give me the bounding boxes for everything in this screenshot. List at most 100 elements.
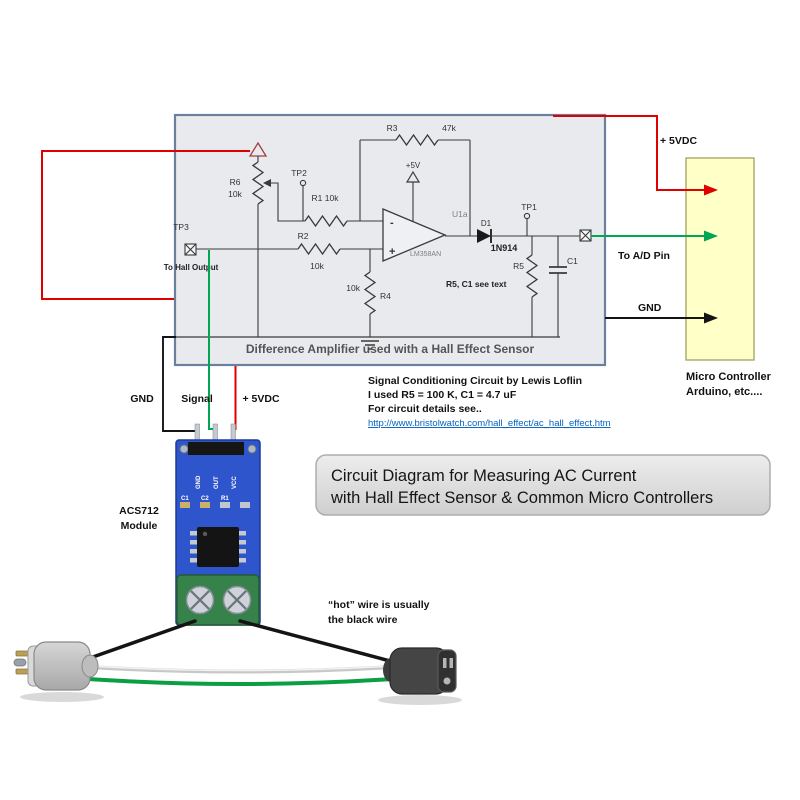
chip-leg [239, 531, 246, 536]
plug-shadow [20, 692, 104, 702]
resistor-r6 [251, 161, 265, 205]
mount-hole-right-icon [247, 444, 257, 454]
chip-pin1-dot-icon [202, 531, 208, 537]
credit-link[interactable]: http://www.bristolwatch.com/hall_effect/… [368, 418, 611, 429]
opamp-power-label: +5V [406, 161, 421, 170]
opamp-ref: U1a [452, 209, 468, 219]
hot-note-line1: “hot” wire is usually [328, 599, 430, 611]
chip-leg [190, 531, 197, 536]
opamp-noninverting-input: + [389, 246, 395, 258]
silk-c2-label: C2 [201, 496, 209, 502]
socket-shadow [378, 695, 462, 705]
silk-out-label: OUT [214, 476, 220, 489]
socket-face [437, 649, 457, 693]
tp1-testpoint-icon [523, 212, 531, 220]
title-box [315, 454, 771, 516]
plug-cord-boot [81, 654, 99, 678]
module-signal-label: Signal [181, 393, 213, 405]
mcu-pin-gnd-label: GND [638, 302, 662, 314]
arrow-5vdc-icon [704, 184, 718, 196]
d1-part: 1N914 [491, 243, 518, 253]
tp1-label: TP1 [521, 202, 537, 212]
tp3-label: TP3 [173, 222, 189, 232]
hall-output-label: To Hall Output [164, 263, 219, 272]
module-header [188, 442, 244, 455]
resistor-r4 [363, 271, 377, 315]
neutral-wire-highlight [87, 665, 393, 672]
ac-socket [383, 647, 457, 695]
smd-c1 [180, 502, 190, 508]
title-line1: Circuit Diagram for Measuring AC Current [331, 467, 637, 485]
r6-label: R6 [230, 177, 241, 187]
r3-label: R3 [387, 123, 398, 133]
acs712-module: GND OUT VCC C1 C2 R1 [175, 423, 261, 626]
screw-slot-left [190, 590, 210, 610]
hot-wire-right-black [238, 619, 392, 663]
ground-wire-green [86, 677, 394, 686]
diode-d1 [477, 229, 491, 243]
r4-value: 10k [346, 283, 360, 293]
d1-label: D1 [481, 219, 492, 228]
mcu-pin-adc-label: To A/D Pin [618, 250, 670, 262]
capacitor-c1 [549, 266, 567, 274]
arrow-adc-icon [704, 230, 718, 242]
wire-5v-mcu-red [553, 115, 705, 191]
pot-wiper-arrow-icon [263, 179, 271, 187]
silk-gnd-label: GND [196, 475, 202, 489]
r2-value: 10k [310, 261, 324, 271]
mount-hole-left-icon [179, 444, 189, 454]
resistor-r3 [395, 133, 439, 147]
arrow-gnd-icon [704, 312, 718, 324]
ac-plug [13, 641, 99, 691]
microcontroller-box [685, 157, 755, 361]
resistor-r2 [297, 242, 341, 256]
module-gnd-label: GND [130, 393, 154, 405]
acs712-chip [197, 527, 239, 567]
chip-leg [239, 549, 246, 554]
wire-5v-feed-red [41, 150, 250, 300]
silk-r1-label: R1 [221, 496, 229, 502]
c1-label: C1 [567, 256, 578, 266]
silk-c1-label: C1 [181, 496, 189, 502]
hot-note-line2: the black wire [328, 614, 398, 626]
smd-r1 [220, 502, 230, 508]
silk-vcc-label: VCC [232, 476, 238, 489]
tp2-label: TP2 [291, 168, 307, 178]
opamp-part: LM358AN [410, 251, 441, 258]
r2-label: R2 [298, 231, 309, 241]
credit-line1: Signal Conditioning Circuit by Lewis Lof… [368, 375, 582, 387]
r6-value: 10k [228, 189, 242, 199]
hot-wire-left-black [88, 619, 197, 660]
chip-leg [190, 540, 197, 545]
plug-ground-pin-icon [13, 658, 27, 667]
module-name-line2: Module [121, 520, 158, 532]
mcu-label-line2: Arduino, etc.... [686, 386, 762, 398]
r4-label: R4 [380, 291, 391, 301]
mcu-pin-5vdc-label: + 5VDC [660, 135, 697, 147]
ground-symbol-icon [361, 340, 379, 350]
socket-ground-hole-icon [443, 677, 451, 685]
credit-line3: For circuit details see.. [368, 403, 482, 415]
chip-leg [190, 549, 197, 554]
socket-slot-right-icon [449, 658, 453, 668]
schematic-caption: Difference Amplifier used with a Hall Ef… [246, 342, 535, 356]
r1-label: R1 10k [312, 193, 340, 203]
credit-line2: I used R5 = 100 K, C1 = 4.7 uF [368, 389, 517, 401]
rc-note: R5, C1 see text [446, 279, 507, 289]
schematic-circuit: R6 10k TP2 R1 10k R3 47k TP3 To Hall Out… [164, 123, 592, 350]
socket-slot-left-icon [443, 658, 447, 668]
r5-label: R5 [513, 261, 524, 271]
screw-slot-right [227, 590, 247, 610]
title-line2: with Hall Effect Sensor & Common Micro C… [330, 489, 713, 507]
module-vcc-label: + 5VDC [242, 393, 279, 405]
chip-leg [190, 558, 197, 563]
resistor-r5 [525, 254, 539, 298]
smd-c2 [200, 502, 210, 508]
opamp-inverting-input: - [390, 217, 394, 229]
chip-leg [239, 558, 246, 563]
r3-value: 47k [442, 123, 456, 133]
tp2-testpoint-icon [299, 179, 307, 187]
smd-extra [240, 502, 250, 508]
